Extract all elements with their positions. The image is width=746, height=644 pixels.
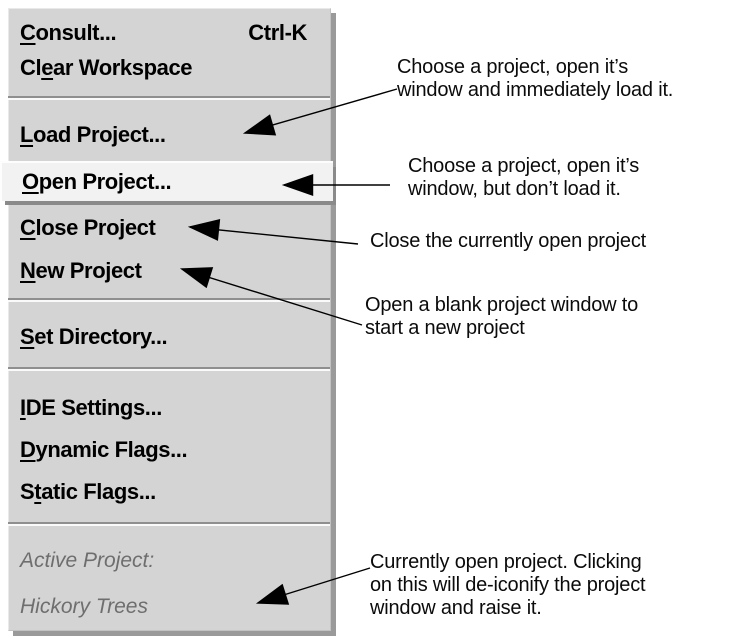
menu-item-label: Clear Workspace [20, 55, 193, 80]
menu-item-open-project[interactable]: Open Project... [0, 161, 333, 201]
menu-item-label: Close Project [20, 215, 156, 240]
menu-item-label: Set Directory... [20, 324, 168, 349]
menu-item-label: New Project [20, 258, 142, 283]
menu-item-label: Open Project... [22, 169, 172, 194]
menu-separator [8, 522, 330, 526]
annotation-load-project: Choose a project, open it’s window and i… [397, 56, 674, 101]
menu-item-label: Dynamic Flags... [20, 437, 188, 462]
menu-item-label: Static Flags... [20, 479, 156, 504]
menu-item-close-project[interactable]: Close Project [8, 210, 321, 246]
menu-separator [8, 367, 330, 371]
menu-item-label: Consult... [20, 20, 117, 45]
menu-item-label: Load Project... [20, 122, 166, 147]
annotation-close-project: Close the currently open project [370, 230, 646, 252]
menu-item-set-directory[interactable]: Set Directory... [8, 319, 321, 355]
menu-item-label: IDE Settings... [20, 395, 162, 420]
menu-item-static-flags[interactable]: Static Flags... [8, 474, 321, 510]
shortcut-label: Ctrl-K [248, 20, 307, 45]
active-project-label: Active Project: [20, 549, 155, 572]
menu-separator [8, 298, 330, 302]
menu-item-ide-settings[interactable]: IDE Settings... [8, 390, 321, 426]
menu-item-dynamic-flags[interactable]: Dynamic Flags... [8, 432, 321, 468]
menu-item-consult[interactable]: Consult... Ctrl-K [8, 15, 321, 51]
annotation-open-project: Choose a project, open it’s window, but … [408, 155, 640, 200]
menu-item-clear-workspace[interactable]: Clear Workspace [8, 50, 321, 86]
menu-separator [8, 96, 330, 100]
menu-item-load-project[interactable]: Load Project... [8, 117, 321, 153]
active-project-name[interactable]: Hickory Trees [20, 595, 148, 618]
annotation-active-project: Currently open project. Clicking on this… [370, 551, 646, 619]
menu-item-new-project[interactable]: New Project [8, 253, 321, 289]
annotation-new-project: Open a blank project window to start a n… [365, 294, 639, 339]
